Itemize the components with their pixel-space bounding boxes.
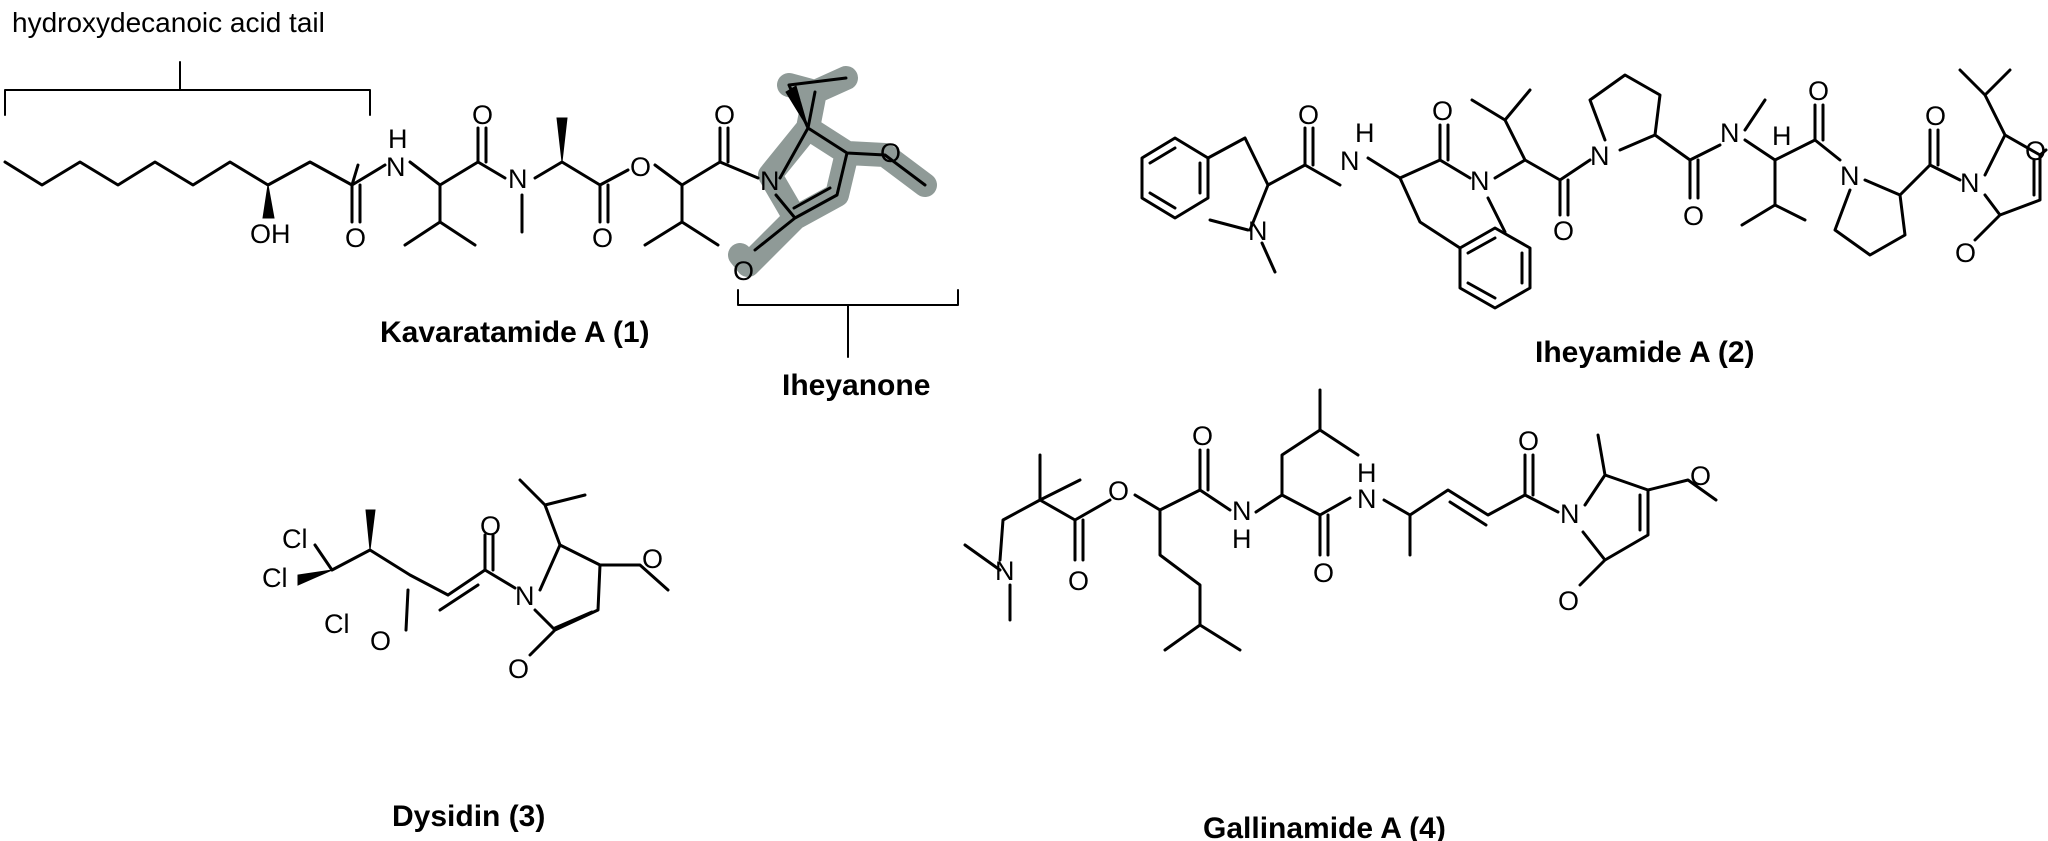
kav-n2-label: N — [508, 164, 528, 194]
kav-c-o3 — [598, 183, 610, 224]
kav-ester-bonds — [598, 160, 722, 247]
gal-o2-label: O — [1108, 476, 1129, 506]
ihe-pro2-n: N — [1840, 161, 1860, 191]
gal-nh1-n: N — [1232, 496, 1252, 526]
ihe-h-label: H — [1772, 121, 1792, 151]
gal-o1-label: O — [1068, 566, 1089, 596]
ihe-pyrrolinone — [1958, 68, 2048, 242]
gal-nh2-h: H — [1357, 458, 1377, 488]
ihe-o2-label: O — [1432, 96, 1453, 126]
ihe-nh1-n: N — [1340, 146, 1360, 176]
iheyanone-bracket — [737, 289, 959, 358]
gal-o7-label: O — [1690, 461, 1711, 491]
kav-val-bonds — [350, 160, 480, 247]
dys-bonds — [313, 533, 517, 632]
kav-nh-n: N — [386, 152, 406, 182]
dys-o2-label: O — [480, 511, 501, 541]
gal-ester-bonds — [1133, 448, 1242, 652]
dys-cl3-label: Cl — [324, 609, 350, 639]
gal-ile-bonds — [998, 453, 1112, 562]
kav-o4-label: O — [630, 152, 651, 182]
kavaratamide-a-structure: hydroxydecanoic acid tail OH O H N O N O… — [3, 7, 959, 402]
ihe-o1-label: O — [1298, 100, 1319, 130]
ihe-nme2-n: N — [1248, 216, 1268, 246]
dys-wedge2 — [365, 509, 376, 551]
ihe-val-bonds — [1470, 88, 1592, 234]
kav-o7-label: O — [880, 138, 901, 168]
ihe-pro1-n: N — [1590, 141, 1610, 171]
tail-bracket — [4, 61, 371, 116]
gal-enamide-bonds — [1382, 453, 1560, 557]
gal-pyrrolinone — [1578, 433, 1718, 587]
kav-c-o-double — [350, 183, 362, 224]
ihe-o3-label: O — [1553, 216, 1574, 246]
ihe-ile-bonds — [1740, 98, 1842, 227]
gal-n3-label: N — [1560, 499, 1580, 529]
ihe-o4-label: O — [1683, 201, 1704, 231]
kav-o5-label: O — [714, 100, 735, 130]
gal-o6-label: O — [1558, 586, 1579, 616]
dys-pyrrolinone — [518, 478, 670, 657]
kav-c-o5 — [718, 126, 730, 164]
ihe-o8-label: O — [2025, 136, 2046, 166]
gal-o3-label: O — [1192, 421, 1213, 451]
kav-iPr-wedge — [785, 85, 809, 129]
iheyamide-a-structure: N O H N O N O N O N H O N O N O O Iheyam… — [1140, 68, 2048, 369]
dys-o4-label: O — [642, 544, 663, 574]
ihe-o7-label: O — [1955, 238, 1976, 268]
ihe-n-pyr-label: N — [1960, 168, 1980, 198]
kav-n3-label: N — [760, 166, 780, 196]
kav-oh-label: OH — [250, 219, 291, 249]
gal-n1-label: N — [995, 556, 1015, 586]
kav-o3-label: O — [592, 223, 613, 253]
dys-cl1-label: Cl — [282, 524, 308, 554]
iheyanone-annotation: Iheyanone — [782, 369, 930, 402]
dys-n-label: N — [515, 581, 535, 611]
kavaratamide-a-caption: Kavaratamide A (1) — [380, 316, 650, 349]
iheyamide-a-caption: Iheyamide A (2) — [1535, 336, 1755, 369]
ihe-nh1-h: H — [1355, 118, 1375, 148]
dysidin-caption: Dysidin (3) — [392, 800, 545, 833]
gal-o5-label: O — [1518, 426, 1539, 456]
kav-nh-h: H — [388, 124, 408, 154]
ihe-nme2-bonds — [1208, 218, 1277, 274]
gal-leu-bonds — [1254, 388, 1360, 557]
tail-annotation: hydroxydecanoic acid tail — [12, 7, 325, 38]
ihe-o5-label: O — [1808, 76, 1829, 106]
gal-nh2-n: N — [1357, 484, 1377, 514]
kav-nme-bonds — [476, 160, 602, 234]
ihe-nme3-n: N — [1720, 118, 1740, 148]
dys-wedge1 — [297, 569, 333, 586]
dys-cl2-label: Cl — [262, 563, 288, 593]
kav-o2-label: O — [472, 100, 493, 130]
gal-nh1-h: H — [1232, 524, 1252, 554]
gallinamide-a-caption: Gallinamide A (4) — [1203, 812, 1446, 841]
kav-ala-wedge — [556, 117, 568, 163]
dys-o3-label: O — [508, 654, 529, 684]
ihe-phe2-bonds — [1366, 123, 1472, 250]
kav-o1-label: O — [345, 223, 366, 253]
kav-o6-label: O — [733, 256, 754, 286]
kav-c-o2 — [476, 126, 488, 164]
ihe-phenyl1 — [1140, 136, 1210, 220]
dysidin-structure: Cl Cl Cl O O N O O Dysidin (3) — [262, 478, 670, 833]
ihe-phe1-bonds — [1206, 126, 1342, 232]
ihe-phenyl2 — [1458, 226, 1532, 310]
ihe-pro2-ring — [1833, 128, 1962, 257]
ihe-o6-label: O — [1925, 101, 1946, 131]
kav-oh-wedge — [262, 184, 275, 219]
dys-o1-label: O — [370, 626, 391, 656]
ihe-n2-label: N — [1470, 166, 1490, 196]
gallinamide-a-structure: N O O O N H O H N O N O O Gallinamide A … — [963, 388, 1718, 841]
gal-nme2 — [963, 543, 1012, 622]
ihe-pro1-ring — [1588, 73, 1722, 200]
kav-chain-bonds — [3, 160, 360, 187]
gal-o4-label: O — [1313, 558, 1334, 588]
